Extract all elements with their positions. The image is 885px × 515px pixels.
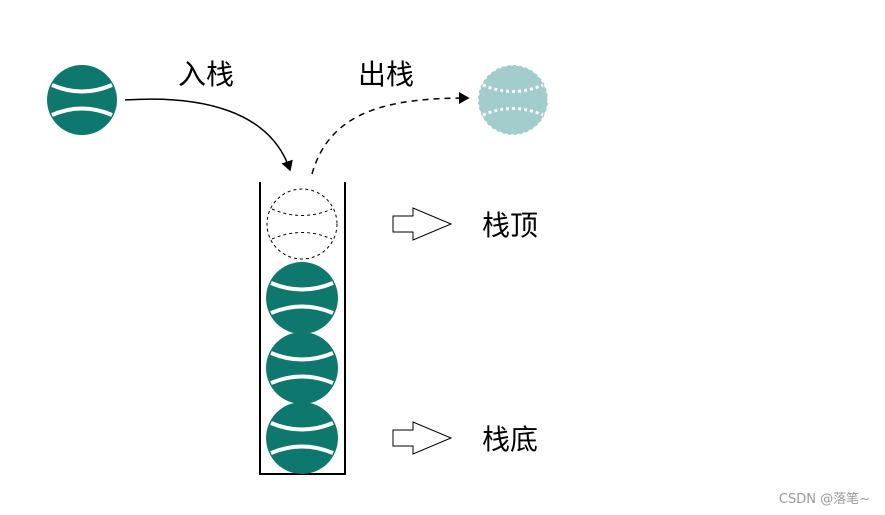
stack-ball-icon	[266, 262, 338, 334]
bottom-arrow-icon	[392, 421, 453, 455]
pop-label: 出栈	[358, 58, 414, 91]
incoming-ball-icon	[47, 65, 117, 135]
push-arrow	[124, 98, 293, 172]
stack-ball-icon	[266, 332, 338, 404]
placeholder-ball-icon	[266, 188, 338, 260]
bottom-label: 栈底	[482, 423, 538, 456]
watermark: CSDN @落笔~	[779, 491, 870, 507]
stack-ball-icon	[266, 402, 338, 474]
top-label: 栈顶	[482, 209, 538, 242]
pop-arrow	[311, 92, 470, 175]
top-arrow-icon	[392, 207, 453, 241]
stack-container	[259, 182, 346, 475]
push-label: 入栈	[178, 58, 234, 91]
popped-ball-icon	[477, 64, 549, 136]
